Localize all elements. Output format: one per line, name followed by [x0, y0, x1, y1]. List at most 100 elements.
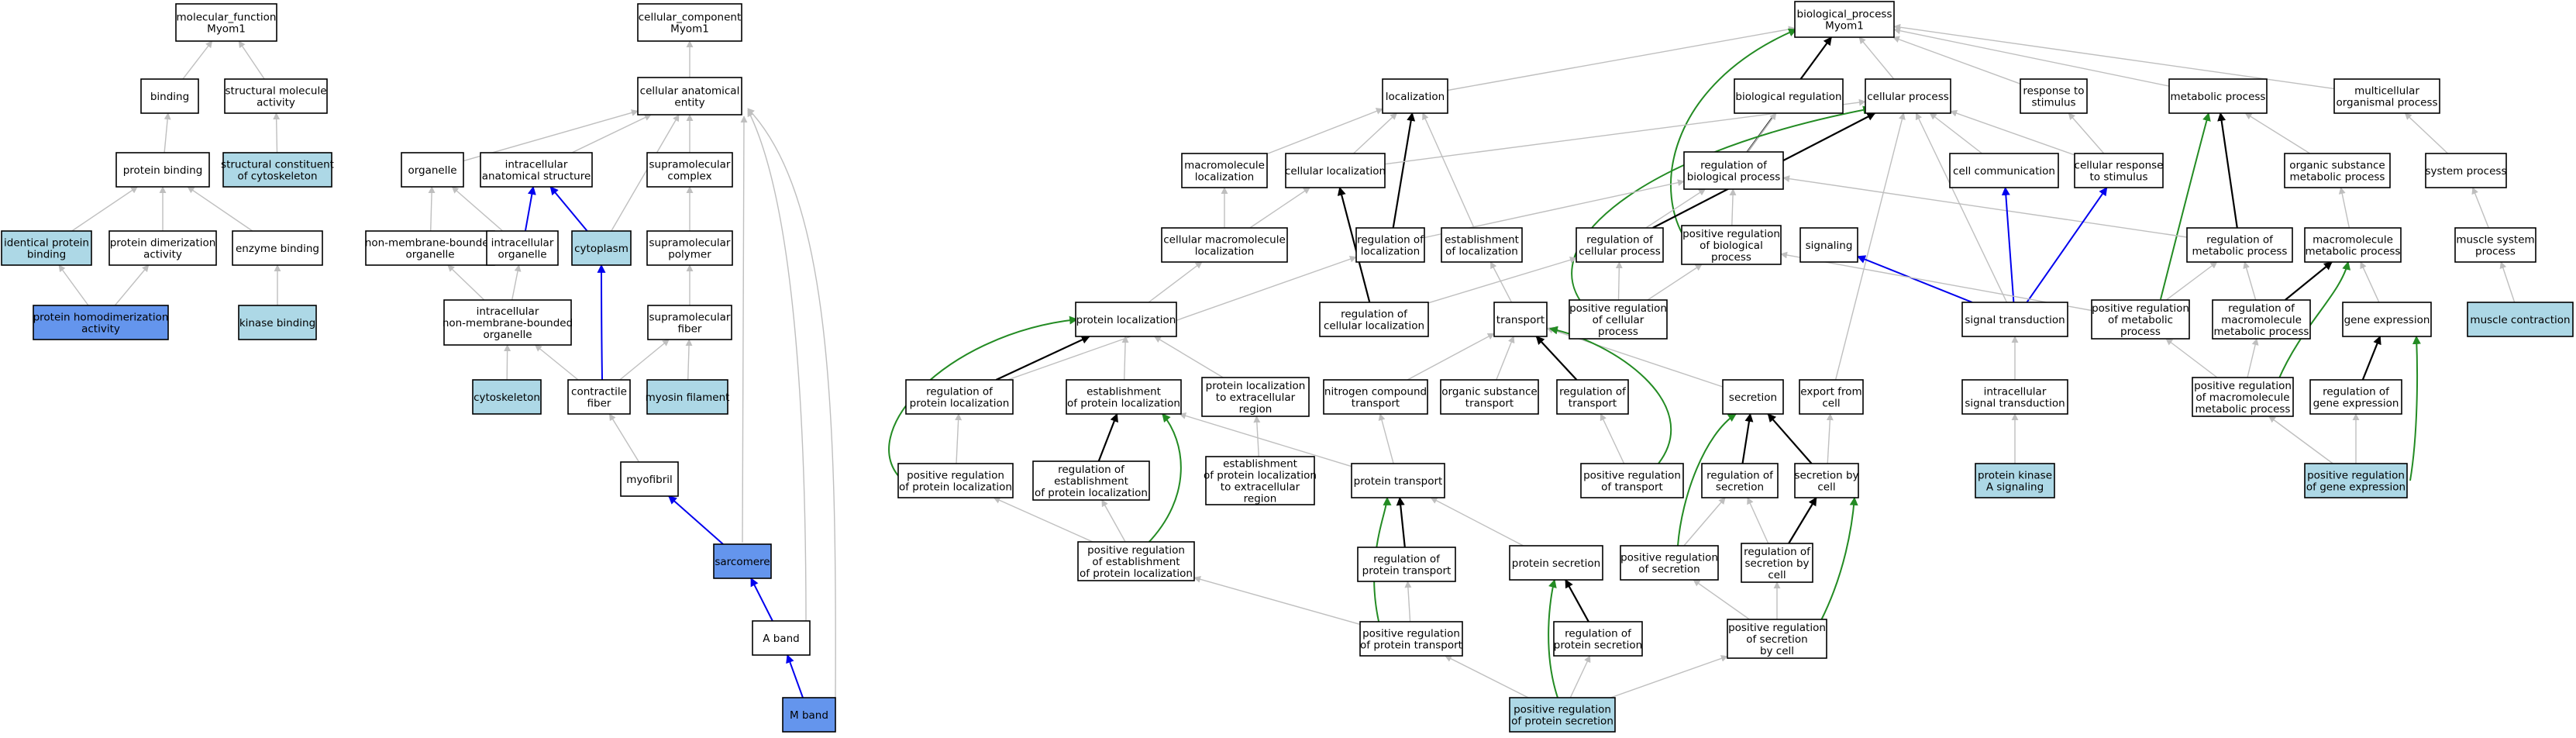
- node-box: [2425, 153, 2507, 188]
- node-organelle[interactable]: organelle: [401, 152, 464, 188]
- node-st[interactable]: signal transduction: [1961, 302, 2068, 337]
- node-cproc[interactable]: cellular process: [1865, 78, 1951, 114]
- node-label-line: response to: [2023, 85, 2084, 98]
- node-label-line: structural molecule: [225, 85, 326, 98]
- node-transport[interactable]: transport: [1493, 302, 1548, 337]
- node-label-line: supramolecular: [649, 237, 730, 250]
- node-loc[interactable]: localization: [1382, 78, 1448, 114]
- node-ptrans[interactable]: protein transport: [1351, 463, 1445, 498]
- node-aband[interactable]: A band: [752, 620, 811, 656]
- node-cyto[interactable]: cytoplasm: [571, 230, 632, 266]
- edge-eploc-to-ploc: [1121, 336, 1129, 381]
- node-cloc[interactable]: cellular localization: [1285, 153, 1386, 188]
- node-secr[interactable]: secretion: [1722, 379, 1784, 415]
- node-box: [1359, 621, 1463, 657]
- node-gexp[interactable]: gene expression: [2342, 302, 2432, 337]
- node-ploc[interactable]: protein localization: [1075, 302, 1177, 337]
- node-signal[interactable]: signaling: [1799, 227, 1858, 263]
- node-ebind[interactable]: enzyme binding: [232, 230, 323, 266]
- edge-prcp-to-rcp: [1615, 261, 1623, 301]
- node-inmbo[interactable]: intracellularnon-membrane-boundedorganel…: [443, 299, 573, 346]
- node-label-line: of secretion: [1746, 633, 1807, 646]
- node-box: [1961, 302, 2068, 337]
- node-pbind[interactable]: protein binding: [115, 152, 210, 188]
- node-mband[interactable]: M band: [782, 697, 836, 733]
- node-mcon[interactable]: muscle contraction: [2467, 302, 2574, 337]
- node-label-line: localization: [1361, 246, 1420, 258]
- node-kbind[interactable]: kinase binding: [238, 305, 317, 340]
- node-metab[interactable]: metabolic process: [2168, 78, 2268, 114]
- node-binding[interactable]: binding: [140, 78, 199, 114]
- node-myofibril[interactable]: myofibril: [620, 461, 679, 497]
- node-breg[interactable]: biological regulation: [1734, 78, 1844, 114]
- node-ccomm[interactable]: cell communication: [1949, 153, 2059, 188]
- node-myof[interactable]: myosin filament: [646, 379, 730, 415]
- node-psecr[interactable]: protein secretion: [1509, 545, 1603, 581]
- node-cytoskel[interactable]: cytoskeleton: [472, 379, 542, 415]
- node-label-line: positive regulation: [1682, 228, 1780, 240]
- node-sarc[interactable]: sarcomere: [713, 543, 772, 579]
- node-sysp[interactable]: system process: [2425, 153, 2507, 188]
